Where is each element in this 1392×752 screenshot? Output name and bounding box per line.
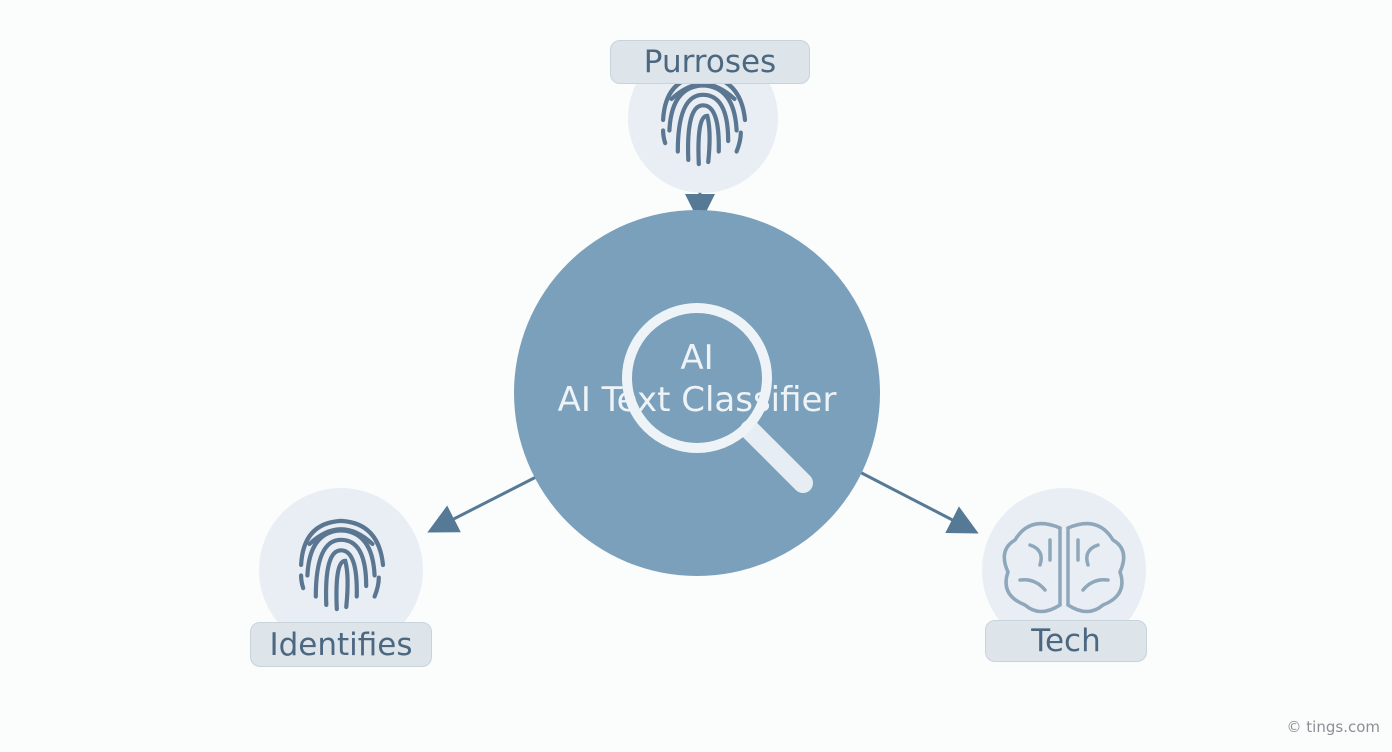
- center-title-line1: AI: [680, 338, 714, 378]
- center-circle: [514, 210, 880, 576]
- node-label-identifies: Identifies: [250, 622, 432, 667]
- arrow-center-to-right: [851, 466, 979, 534]
- brain-icon: [1002, 521, 1126, 614]
- magnifier-icon: [622, 303, 813, 493]
- node-left-circle: [259, 488, 423, 652]
- credit-text: © tings.com: [1286, 718, 1380, 736]
- center-title-line2: AI Text Classifier: [557, 380, 837, 420]
- node-label-purposes: Purroses: [610, 40, 810, 84]
- arrow-center-to-left: [427, 473, 541, 533]
- node-label-tech: Tech: [985, 620, 1147, 662]
